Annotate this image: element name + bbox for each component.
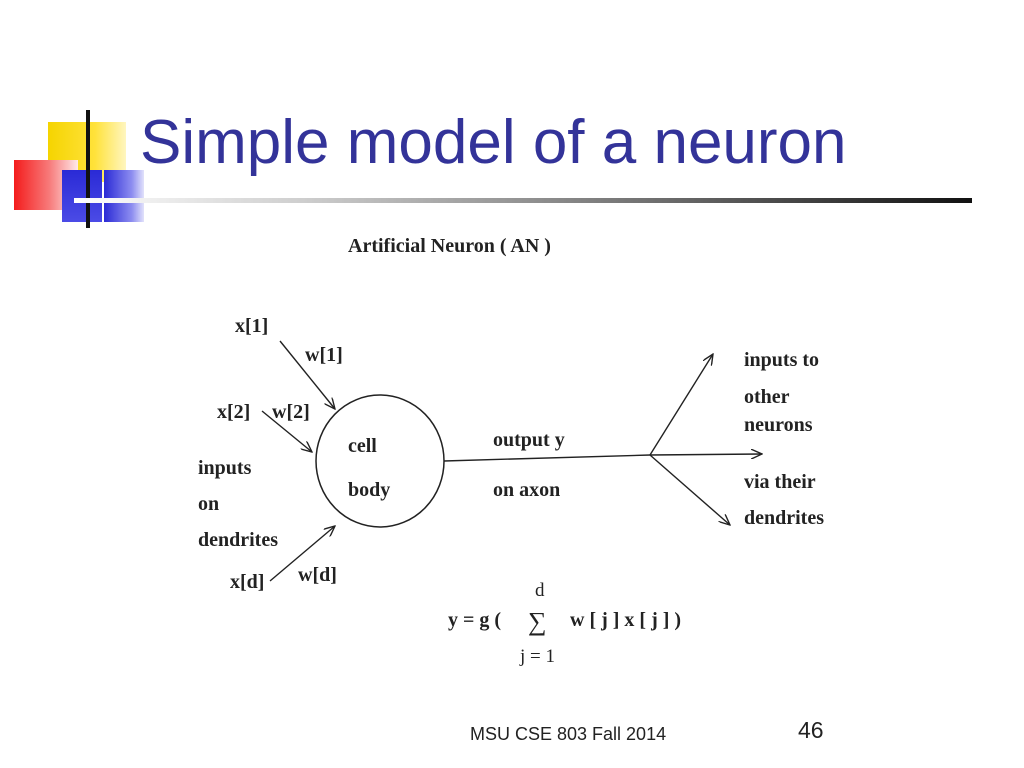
logo-vertical-line bbox=[86, 110, 90, 228]
output-arrow-up bbox=[649, 354, 713, 456]
input-arrow-d bbox=[269, 526, 335, 582]
title-underline bbox=[74, 198, 972, 203]
label-inputs-to: inputs to bbox=[744, 349, 819, 371]
slide-title: Simple model of a neuron bbox=[140, 108, 847, 177]
label-output-y: output y bbox=[493, 429, 565, 451]
slide-footer: MSU CSE 803 Fall 2014 bbox=[470, 724, 667, 744]
formula-lower-limit: j = 1 bbox=[519, 646, 555, 667]
label-on-axon: on axon bbox=[493, 479, 560, 501]
label-xd: x[d] bbox=[230, 571, 264, 593]
label-w1: w[1] bbox=[305, 344, 343, 366]
label-dendrites-1: inputs bbox=[198, 457, 252, 479]
input-arrow-1 bbox=[279, 340, 335, 409]
label-neurons: neurons bbox=[744, 414, 813, 436]
label-body: body bbox=[348, 479, 390, 501]
label-dendrites-3: dendrites bbox=[198, 529, 278, 551]
label-via-their: via their bbox=[744, 471, 816, 493]
cell-body-circle bbox=[315, 394, 445, 528]
label-dendrites-2: on bbox=[198, 493, 219, 515]
axon-line bbox=[443, 454, 651, 462]
label-dendrites-out: dendrites bbox=[744, 507, 824, 529]
page-number: 46 bbox=[798, 717, 824, 743]
formula-upper-limit: d bbox=[535, 580, 545, 601]
logo-square-blue-left bbox=[62, 170, 102, 222]
output-arrow-down bbox=[649, 454, 730, 525]
formula-term: w [ j ] x [ j ] ) bbox=[570, 609, 681, 631]
diagram-heading: Artificial Neuron ( AN ) bbox=[348, 235, 551, 257]
neuron-diagram: Artificial Neuron ( AN ) x[1] w[1] x[2] … bbox=[198, 235, 824, 667]
formula-sigma: ∑ bbox=[528, 607, 547, 636]
input-arrow-2 bbox=[261, 410, 312, 452]
output-arrow-mid bbox=[649, 454, 762, 455]
logo-square-blue-right bbox=[104, 170, 144, 222]
label-x1: x[1] bbox=[235, 315, 268, 337]
formula-lhs: y = g ( bbox=[448, 609, 501, 631]
label-other: other bbox=[744, 386, 790, 408]
label-x2: x[2] bbox=[217, 401, 250, 423]
label-wd: w[d] bbox=[298, 564, 337, 586]
label-cell: cell bbox=[348, 435, 377, 457]
label-w2: w[2] bbox=[272, 401, 310, 423]
